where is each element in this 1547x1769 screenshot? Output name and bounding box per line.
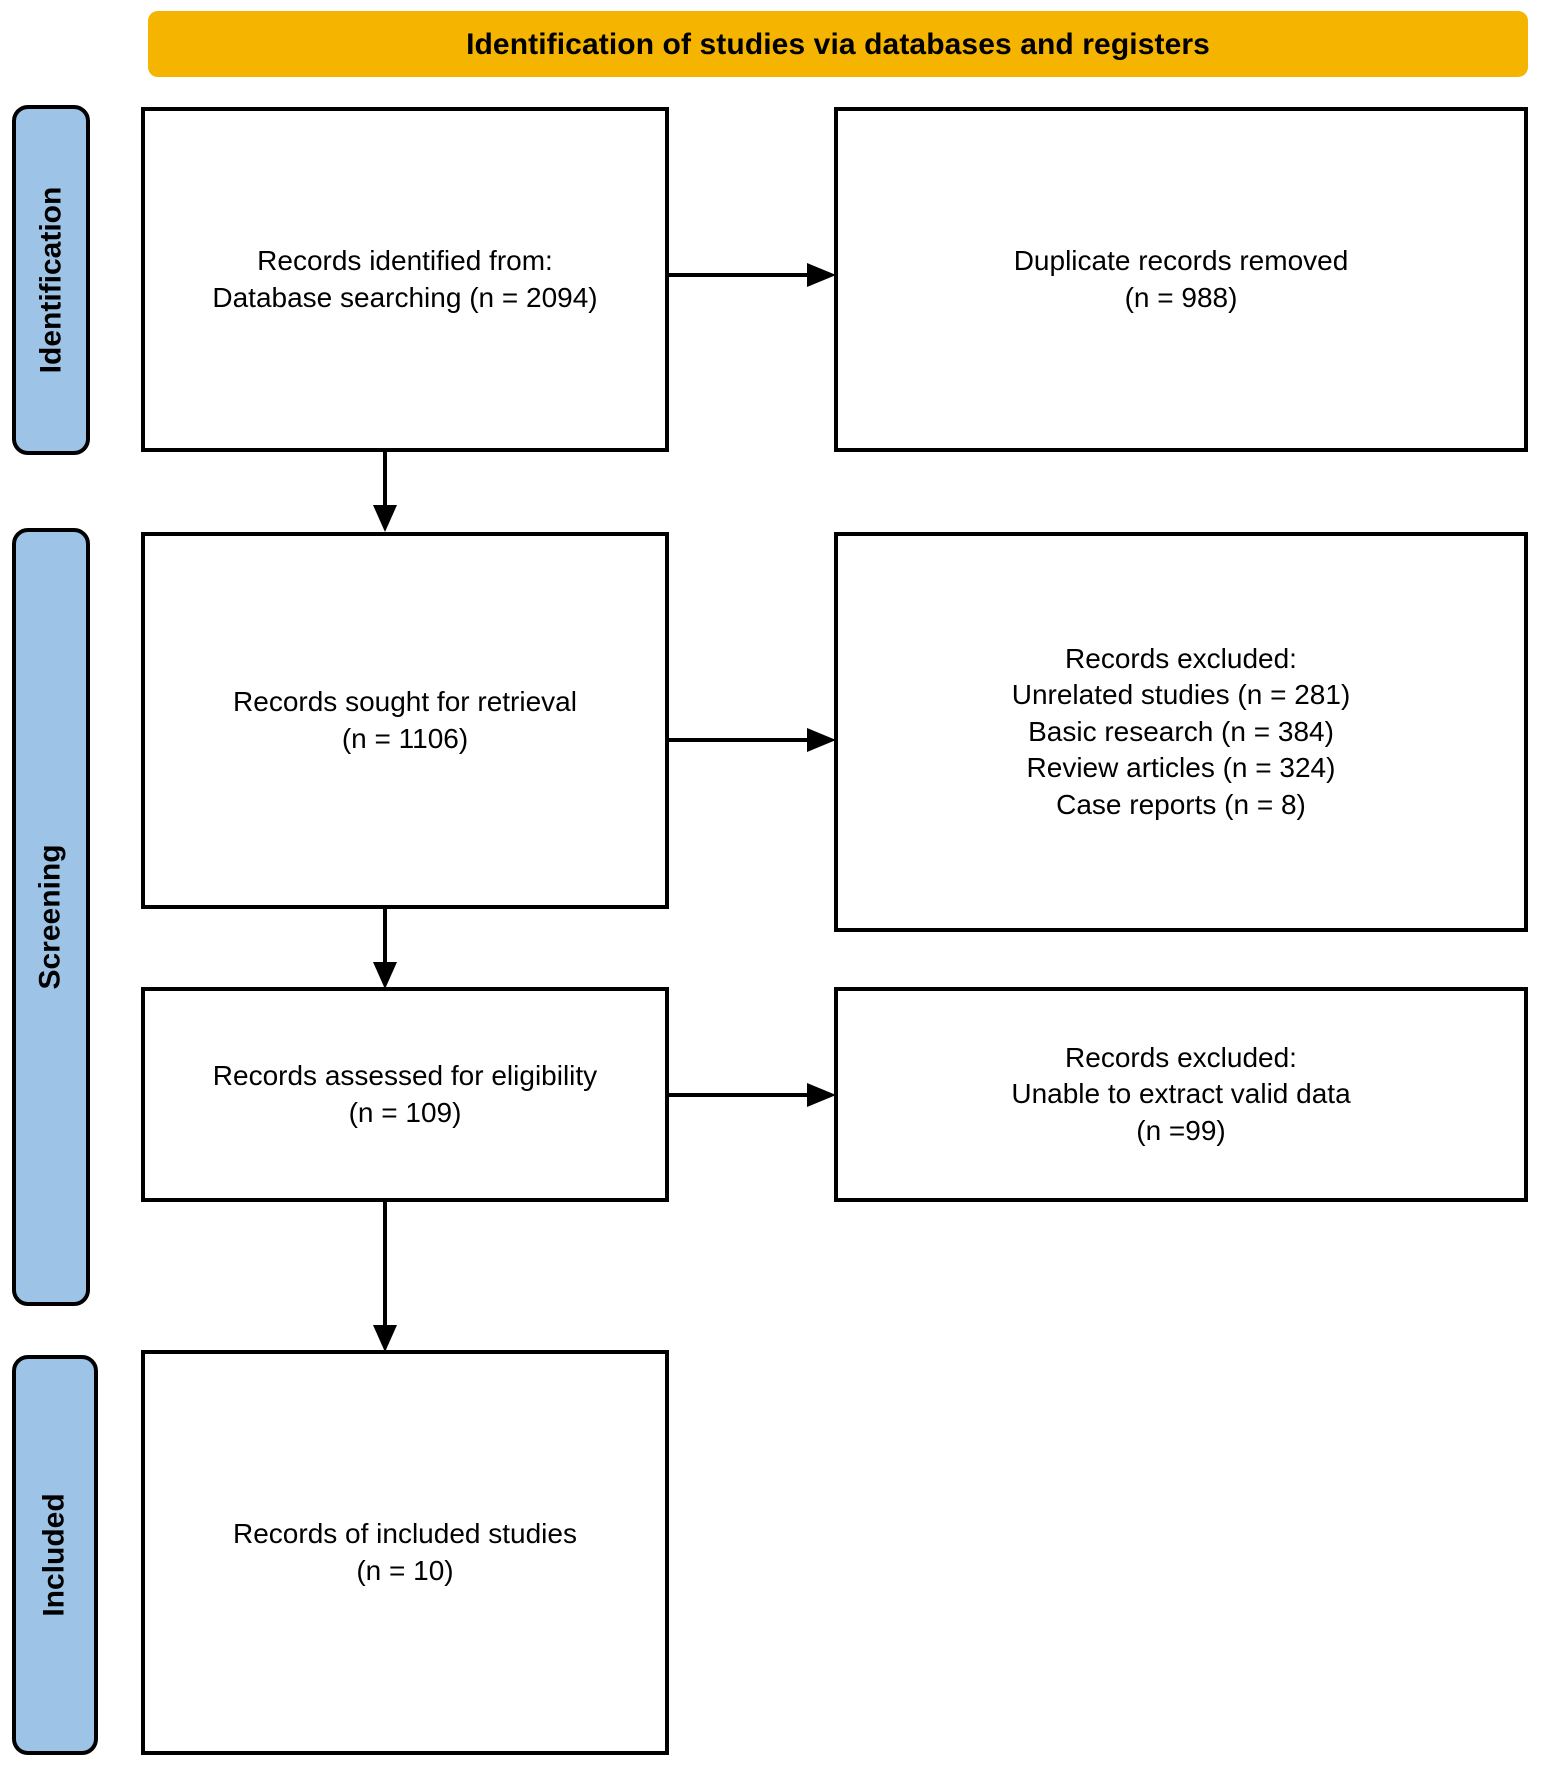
box-duplicate-records-removed: Duplicate records removed (n = 988)	[834, 107, 1528, 452]
box-records-sought-for-retrieval: Records sought for retrieval (n = 1106)	[141, 532, 669, 909]
stage-label-included-text: Included	[38, 1493, 71, 1617]
stage-label-identification-text: Identification	[34, 186, 68, 374]
box-records-included-studies-text: Records of included studies (n = 10)	[233, 1518, 577, 1586]
box-records-excluded-eligibility: Records excluded: Unable to extract vali…	[834, 987, 1528, 1202]
stage-label-screening-text: Screening	[34, 844, 67, 990]
box-duplicate-records-removed-text: Duplicate records removed (n = 988)	[1013, 245, 1349, 313]
diagram-header-banner: Identification of studies via databases …	[148, 11, 1528, 77]
box-records-excluded-eligibility-text: Records excluded: Unable to extract vali…	[1011, 1041, 1351, 1146]
box-records-assessed-for-eligibility-text: Records assessed for eligibility (n = 10…	[212, 1060, 598, 1128]
box-records-assessed-for-eligibility: Records assessed for eligibility (n = 10…	[141, 987, 669, 1202]
arrow-sought-to-excluded-screening	[669, 725, 839, 755]
box-records-included-studies: Records of included studies (n = 10)	[141, 1350, 669, 1755]
arrow-identified-to-duplicates	[669, 260, 839, 290]
stage-label-screening: Screening	[12, 528, 90, 1306]
stage-label-identification: Identification	[12, 105, 90, 455]
box-records-excluded-screening: Records excluded: Unrelated studies (n =…	[834, 532, 1528, 932]
arrow-identified-to-sought	[370, 452, 400, 534]
box-records-excluded-screening-text: Records excluded: Unrelated studies (n =…	[1011, 643, 1351, 820]
arrow-assessed-to-included	[370, 1202, 400, 1354]
arrow-sought-to-assessed	[370, 909, 400, 991]
box-records-identified: Records identified from: Database search…	[141, 107, 669, 452]
stage-label-included: Included	[12, 1355, 98, 1755]
box-records-sought-for-retrieval-text: Records sought for retrieval (n = 1106)	[233, 686, 577, 754]
arrow-assessed-to-excluded-eligibility	[669, 1080, 839, 1110]
box-records-identified-text: Records identified from: Database search…	[212, 245, 598, 313]
diagram-title: Identification of studies via databases …	[466, 27, 1210, 61]
